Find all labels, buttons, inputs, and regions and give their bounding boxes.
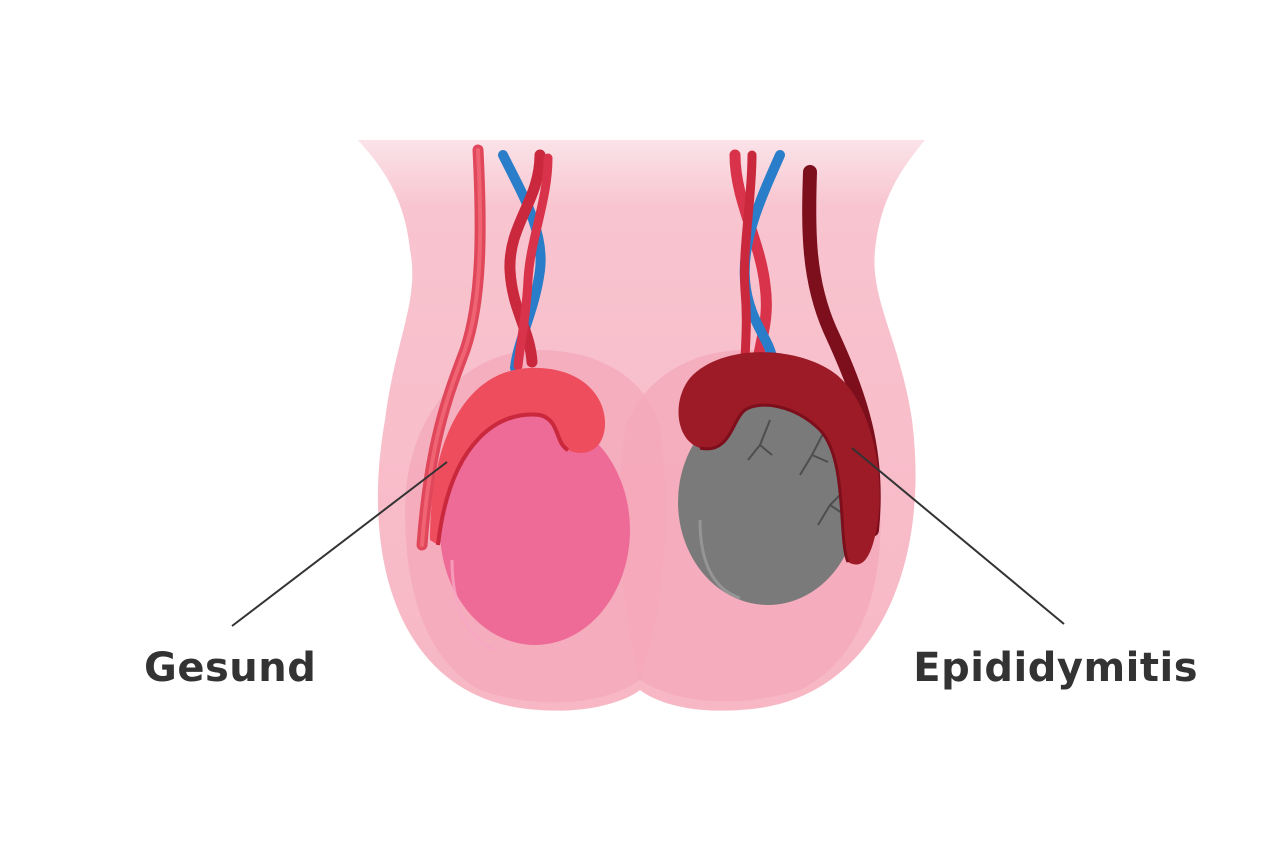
healthy-leader-line (231, 461, 448, 627)
healthy-label: Gesund (144, 645, 317, 691)
condition-leader-line (851, 447, 1065, 625)
inflamed-testis (678, 399, 858, 605)
healthy-testis (440, 415, 630, 645)
inflamed-vessels (747, 419, 846, 526)
left-spermatic-cord (416, 144, 553, 551)
healthy-epididymis (430, 367, 606, 545)
epididymitis-label: Epididymitis (913, 645, 1198, 691)
inflamed-epididymis (678, 352, 880, 565)
